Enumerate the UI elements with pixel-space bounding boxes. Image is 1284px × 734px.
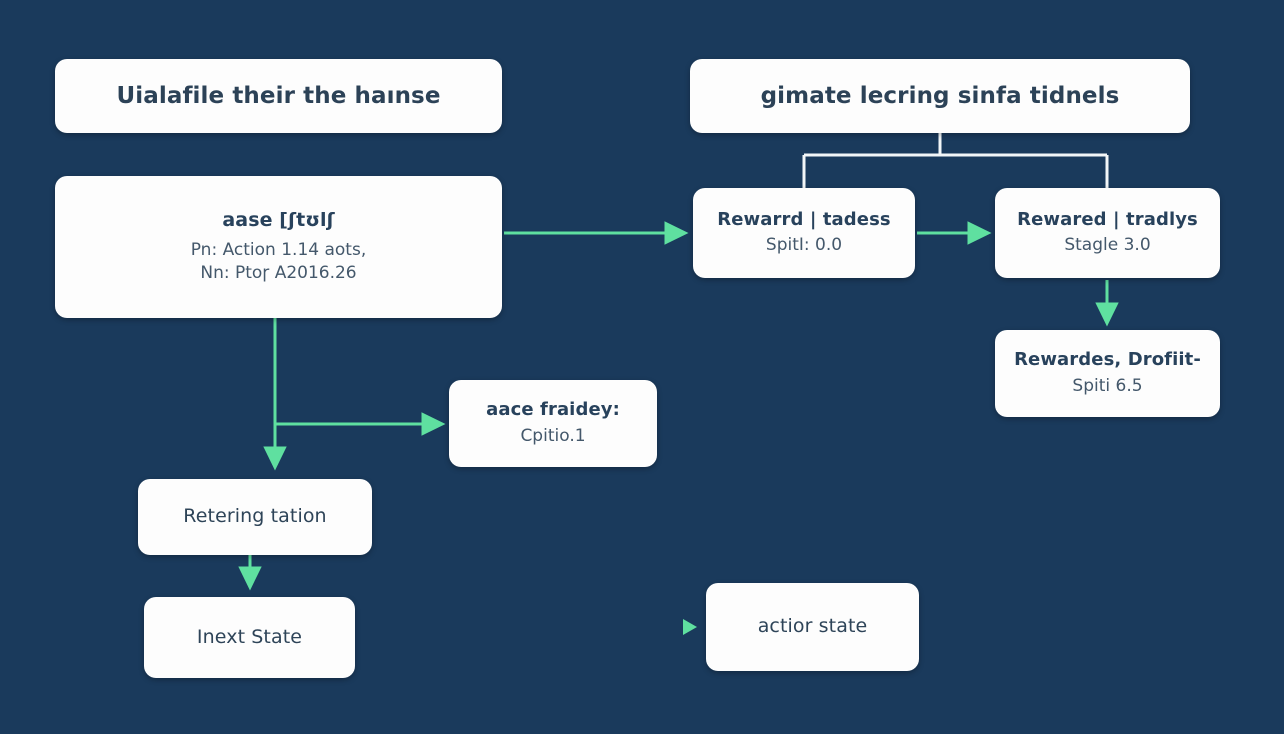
node-state[interactable]: aase [ʃtʊlʃ Pn: Action 1.14 aots, Nn: Pt… [55, 176, 502, 318]
node-reward-c[interactable]: Rewardes, Drofiit- Spiti 6.5 [995, 330, 1220, 417]
node-reward-b[interactable]: Rewared | tradlys Stagle 3.0 [995, 188, 1220, 278]
node-reward-a[interactable]: Rewarrd | tadess SpitI: 0.0 [693, 188, 915, 278]
node-fraidey[interactable]: aace fraidey: Cpitio.1 [449, 380, 657, 467]
node-fraidey-sub: Cpitio.1 [520, 425, 586, 446]
node-retering[interactable]: Retering tation [138, 479, 372, 555]
node-root-left-title: Uialafile their the haınse [116, 82, 441, 109]
node-reward-a-sub: SpitI: 0.0 [765, 235, 843, 256]
node-root-right-title: gimate lecring sinfa tidnels [760, 82, 1120, 109]
node-reward-c-title: Rewardes, Drofiit- [1014, 349, 1201, 371]
edge-root-right-branch [802, 133, 1109, 188]
node-reward-a-title: Rewarrd | tadess [717, 208, 891, 230]
node-root-right[interactable]: gimate lecring sinfa tidnels [690, 59, 1190, 133]
node-state-line1: Pn: Action 1.14 aots, [190, 239, 367, 260]
node-action-state[interactable]: actior state [706, 583, 919, 671]
node-reward-b-title: Rewared | tradlys [1017, 208, 1198, 230]
node-reward-c-sub: Spiti 6.5 [1072, 375, 1143, 396]
node-state-title: aase [ʃtʊlʃ [222, 209, 335, 232]
node-action-state-title: actior state [757, 615, 868, 638]
node-next-state-title: Inext State [196, 625, 303, 648]
node-fraidey-title: aace fraidey: [486, 399, 620, 421]
node-retering-title: Retering tation [183, 505, 327, 528]
edge-stub-to-action [683, 619, 697, 635]
node-next-state[interactable]: Inext State [144, 597, 355, 678]
node-root-left[interactable]: Uialafile their the haınse [55, 59, 502, 133]
node-reward-b-sub: Stagle 3.0 [1064, 235, 1151, 256]
node-state-line2: Nn: Ptoɼ A2016.26 [200, 262, 357, 283]
